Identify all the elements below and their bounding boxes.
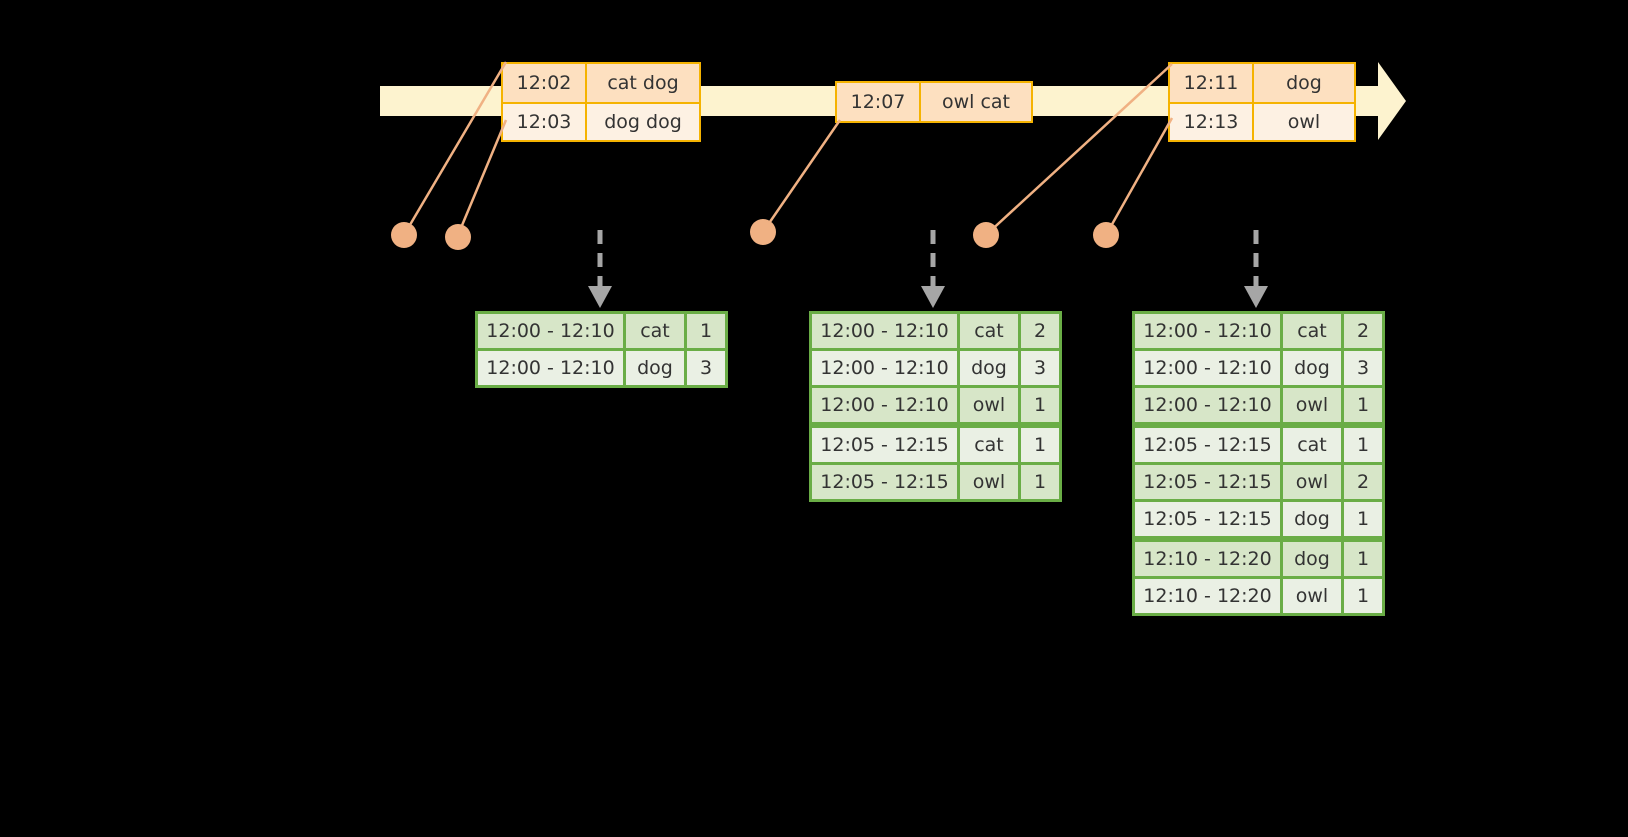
word-cell: dog [960, 351, 1018, 385]
word-cell: owl [1283, 579, 1341, 613]
window-cell: 12:00 - 12:10 [478, 351, 623, 385]
window-cell: 12:10 - 12:20 [1135, 542, 1280, 576]
window-cell: 12:00 - 12:10 [1135, 351, 1280, 385]
event-time: 12:13 [1170, 104, 1254, 140]
word-cell: cat [960, 428, 1018, 462]
count-cell: 1 [1021, 388, 1059, 422]
event-row: 12:03 dog dog [503, 102, 699, 140]
word-cell: cat [626, 314, 684, 348]
event-dot-1 [391, 222, 417, 248]
event-time: 12:11 [1170, 64, 1254, 102]
count-cell: 2 [1021, 314, 1059, 348]
window-cell: 12:00 - 12:10 [1135, 388, 1280, 422]
count-cell: 3 [1344, 351, 1382, 385]
window-cell: 12:05 - 12:15 [1135, 465, 1280, 499]
count-cell: 3 [687, 351, 725, 385]
word-cell: owl [1283, 388, 1341, 422]
event-row: 12:13 owl [1170, 102, 1354, 140]
event-row: 12:11 dog [1170, 64, 1354, 102]
event-row: 12:02 cat dog [503, 64, 699, 102]
flow-arrow-2-icon [921, 230, 945, 308]
word-cell: owl [1283, 465, 1341, 499]
word-cell: dog [626, 351, 684, 385]
count-cell: 2 [1344, 465, 1382, 499]
event-words: owl cat [941, 91, 1011, 113]
count-cell: 1 [1021, 465, 1059, 499]
count-cell: 1 [1021, 428, 1059, 462]
count-cell: 3 [1021, 351, 1059, 385]
count-cell: 1 [1344, 428, 1382, 462]
word-cell: cat [1283, 314, 1341, 348]
event-words: dog [1286, 72, 1322, 94]
count-cell: 1 [1344, 388, 1382, 422]
event-box-group-3[interactable]: 12:11 dog 12:13 owl [1168, 62, 1356, 142]
event-dot-4 [973, 222, 999, 248]
word-cell: dog [1283, 351, 1341, 385]
word-cell: dog [1283, 542, 1341, 576]
word-cell: cat [960, 314, 1018, 348]
event-time: 12:07 [837, 83, 921, 121]
event-dot-3 [750, 219, 776, 245]
timeline-arrow-icon [1378, 62, 1406, 140]
window-cell: 12:05 - 12:15 [812, 428, 957, 462]
count-cell: 1 [1344, 542, 1382, 576]
event-row: 12:07 owl cat [837, 83, 1031, 121]
event-box-group-1[interactable]: 12:02 cat dog 12:03 dog dog [501, 62, 701, 142]
window-cell: 12:05 - 12:15 [812, 465, 957, 499]
window-cell: 12:00 - 12:10 [1135, 314, 1280, 348]
window-cell: 12:05 - 12:15 [1135, 428, 1280, 462]
count-cell: 1 [687, 314, 725, 348]
event-dot-2 [445, 224, 471, 250]
event-time: 12:03 [503, 104, 587, 140]
flow-arrow-1-icon [588, 230, 612, 308]
event-time: 12:02 [503, 64, 587, 102]
window-cell: 12:00 - 12:10 [812, 351, 957, 385]
event-words: dog dog [604, 111, 682, 133]
word-cell: owl [960, 388, 1018, 422]
word-cell: dog [1283, 502, 1341, 536]
event-box-group-2[interactable]: 12:07 owl cat [835, 81, 1033, 123]
window-cell: 12:05 - 12:15 [1135, 502, 1280, 536]
event-words: cat dog [607, 72, 679, 94]
window-cell: 12:00 - 12:10 [812, 314, 957, 348]
count-cell: 1 [1344, 502, 1382, 536]
window-cell: 12:00 - 12:10 [478, 314, 623, 348]
event-connector-lines [402, 61, 1174, 236]
event-dot-5 [1093, 222, 1119, 248]
word-cell: cat [1283, 428, 1341, 462]
window-cell: 12:10 - 12:20 [1135, 579, 1280, 613]
flow-arrow-3-icon [1244, 230, 1268, 308]
word-cell: owl [960, 465, 1018, 499]
count-cell: 1 [1344, 579, 1382, 613]
event-words: owl [1287, 111, 1321, 133]
window-cell: 12:00 - 12:10 [812, 388, 957, 422]
count-cell: 2 [1344, 314, 1382, 348]
